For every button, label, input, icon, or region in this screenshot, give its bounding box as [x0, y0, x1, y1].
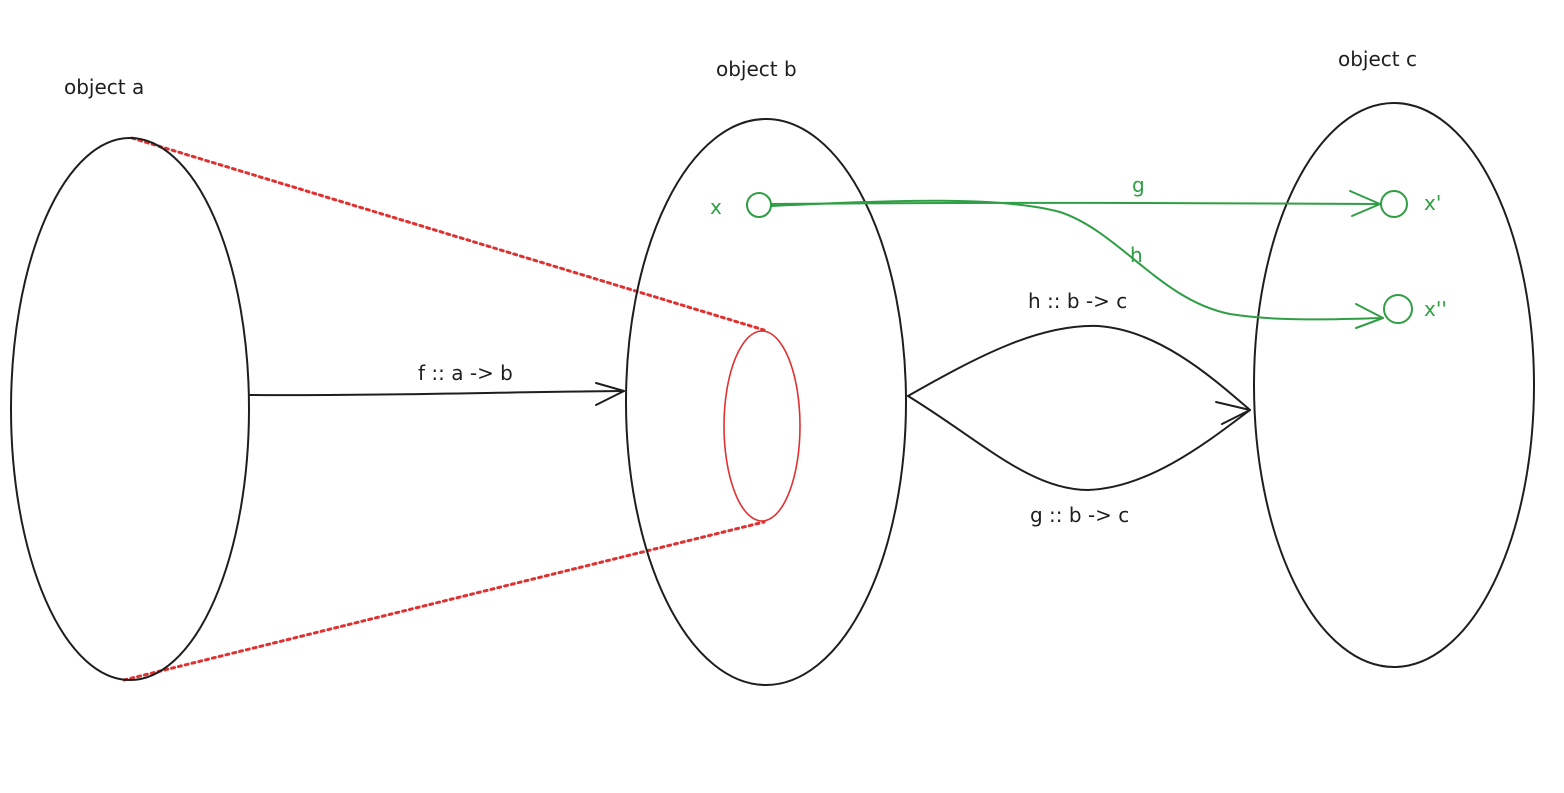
- morphism-f-arrow[interactable]: [249, 382, 625, 406]
- g-element-arrow[interactable]: [770, 190, 1381, 217]
- g-small-label: g: [1132, 173, 1145, 197]
- projection-line-bottom: [122, 520, 766, 682]
- object-c-ellipse[interactable]: [1253, 102, 1535, 668]
- h-arrow-label: h :: b -> c: [1028, 289, 1127, 313]
- object-a-ellipse[interactable]: [10, 137, 250, 681]
- h-small-label: h: [1130, 243, 1143, 267]
- g-arrow-label: g :: b -> c: [1030, 503, 1129, 527]
- x-prime-label: x': [1424, 191, 1441, 215]
- element-x-node[interactable]: [746, 192, 772, 218]
- x-label: x: [710, 195, 722, 219]
- morphism-g-arrow[interactable]: [907, 395, 1251, 491]
- projection-line-top: [130, 136, 766, 332]
- image-of-a-ellipse[interactable]: [723, 330, 801, 522]
- object-c-label: object c: [1338, 47, 1417, 71]
- f-arrow-label: f :: a -> b: [418, 361, 513, 385]
- object-b-label: object b: [716, 57, 797, 81]
- object-b-ellipse[interactable]: [625, 118, 907, 686]
- element-x-prime-node[interactable]: [1380, 190, 1408, 218]
- object-a-label: object a: [64, 75, 144, 99]
- x-double-prime-label: x'': [1424, 297, 1447, 321]
- element-x-double-prime-node[interactable]: [1383, 294, 1413, 324]
- h-element-arrow[interactable]: [770, 199, 1384, 329]
- morphism-h-arrow[interactable]: [907, 324, 1251, 411]
